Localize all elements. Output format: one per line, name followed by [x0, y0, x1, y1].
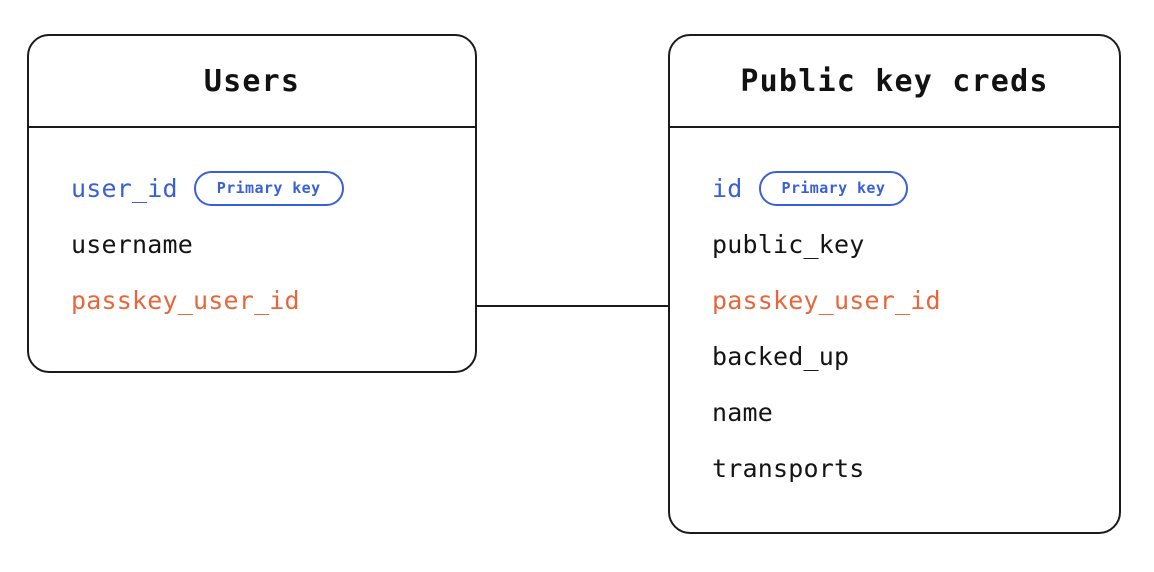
field-name-username: username — [71, 229, 194, 259]
entity-card-users[interactable]: Users user_id Primary key username passk… — [27, 34, 477, 373]
entity-header-public-key-creds: Public key creds — [670, 36, 1119, 128]
field-row-public-key[interactable]: public_key — [712, 216, 1119, 272]
entity-field-list-public-key-creds: id Primary key public_key passkey_user_i… — [670, 128, 1119, 506]
primary-key-badge: Primary key — [758, 170, 909, 206]
primary-key-badge: Primary key — [193, 170, 344, 206]
entity-title-public-key-creds: Public key creds — [740, 63, 1049, 99]
field-row-backed-up[interactable]: backed_up — [712, 328, 1119, 384]
field-name-backed-up: backed_up — [712, 341, 850, 371]
field-name-user-id: user_id — [71, 173, 178, 203]
primary-key-badge-label: Primary key — [216, 178, 321, 197]
field-row-name[interactable]: name — [712, 384, 1119, 440]
field-name-passkey-user-id: passkey_user_id — [712, 285, 941, 315]
entity-card-public-key-creds[interactable]: Public key creds id Primary key public_k… — [668, 34, 1121, 534]
relationship-connector-users-to-public-key-creds — [477, 305, 668, 308]
field-row-id[interactable]: id Primary key — [712, 160, 1119, 216]
field-row-passkey-user-id[interactable]: passkey_user_id — [712, 272, 1119, 328]
entity-field-list-users: user_id Primary key username passkey_use… — [29, 128, 475, 338]
field-row-passkey-user-id[interactable]: passkey_user_id — [71, 272, 475, 328]
field-row-username[interactable]: username — [71, 216, 475, 272]
field-name-public-key: public_key — [712, 229, 865, 259]
field-row-transports[interactable]: transports — [712, 440, 1119, 496]
field-name-name: name — [712, 397, 774, 427]
field-name-transports: transports — [712, 453, 865, 483]
entity-title-users: Users — [203, 63, 301, 99]
primary-key-badge-label: Primary key — [781, 178, 886, 197]
field-row-user-id[interactable]: user_id Primary key — [71, 160, 475, 216]
entity-header-users: Users — [29, 36, 475, 128]
field-name-passkey-user-id: passkey_user_id — [71, 285, 300, 315]
field-name-id: id — [712, 173, 743, 203]
